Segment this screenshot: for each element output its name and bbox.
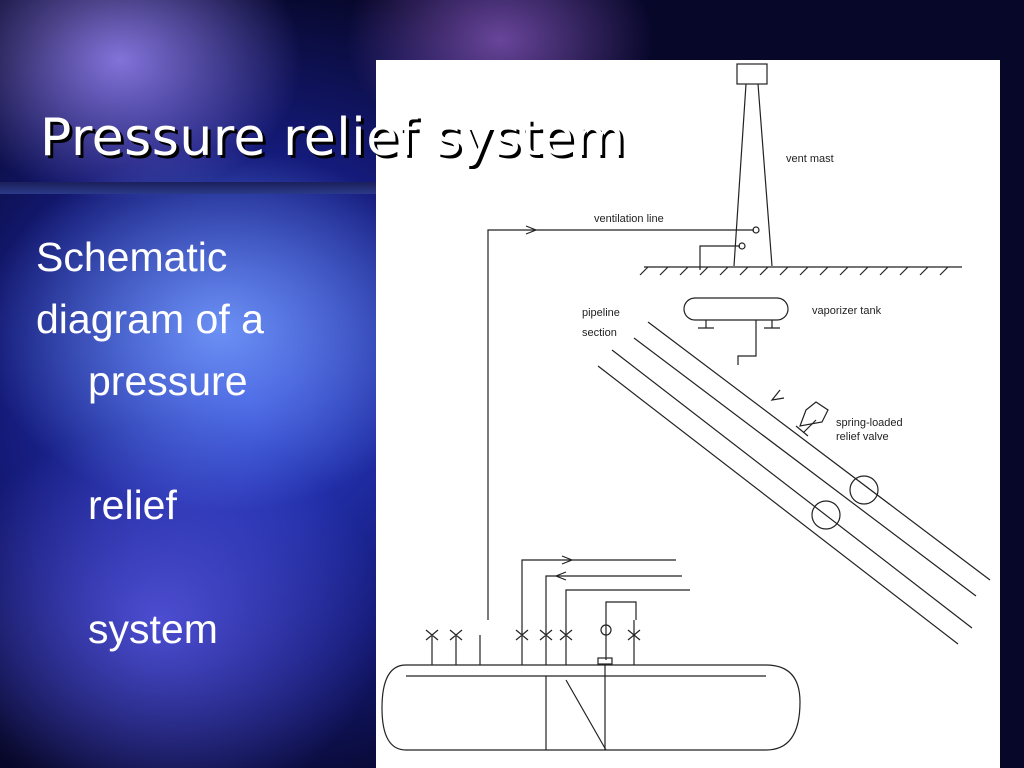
pressure-relief-diagram: vent mast ventilation line vaporizer tan… bbox=[376, 60, 1000, 768]
spring-loaded-relief-valve bbox=[799, 401, 829, 427]
vent-mast bbox=[733, 83, 773, 267]
body-line-1: Schematic bbox=[36, 234, 228, 280]
label-relief-2: relief valve bbox=[836, 431, 889, 443]
slide-body: Schematic diagram of a pressure relief s… bbox=[36, 226, 366, 660]
title-underline bbox=[0, 182, 376, 194]
tank-supports bbox=[698, 320, 780, 329]
pipeline-upper bbox=[633, 321, 991, 597]
label-vent-mast: vent mast bbox=[786, 153, 834, 165]
vent-mast-cap bbox=[736, 63, 768, 85]
body-line-4: relief bbox=[88, 482, 177, 528]
storage-tank bbox=[381, 664, 801, 751]
valve-manifold bbox=[425, 555, 690, 665]
ground-hatching bbox=[639, 266, 949, 276]
flow-arrow-relief bbox=[770, 389, 785, 401]
pipeline-lower bbox=[597, 349, 973, 645]
label-ventilation-line: ventilation line bbox=[594, 213, 664, 225]
vent-connection bbox=[752, 226, 760, 234]
slide-title: Pressure relief system bbox=[40, 108, 626, 168]
vaporizer-vent-line bbox=[699, 245, 740, 270]
ventilation-line bbox=[487, 229, 754, 620]
label-pipeline: pipeline bbox=[582, 307, 620, 319]
vaporizer-tank bbox=[683, 297, 789, 321]
body-line-2: diagram of a bbox=[36, 296, 264, 342]
body-line-3: pressure bbox=[88, 358, 248, 404]
label-vaporizer-tank: vaporizer tank bbox=[812, 305, 882, 317]
label-section: section bbox=[582, 327, 617, 339]
flow-arrow-vent bbox=[525, 225, 538, 235]
body-line-5: system bbox=[88, 606, 218, 652]
label-relief-1: spring-loaded bbox=[836, 417, 903, 429]
flange-lower bbox=[811, 500, 841, 530]
relief-outlet-line bbox=[737, 320, 757, 365]
schematic-svg: vent mast ventilation line vaporizer tan… bbox=[381, 63, 991, 751]
flange-upper bbox=[849, 475, 879, 505]
